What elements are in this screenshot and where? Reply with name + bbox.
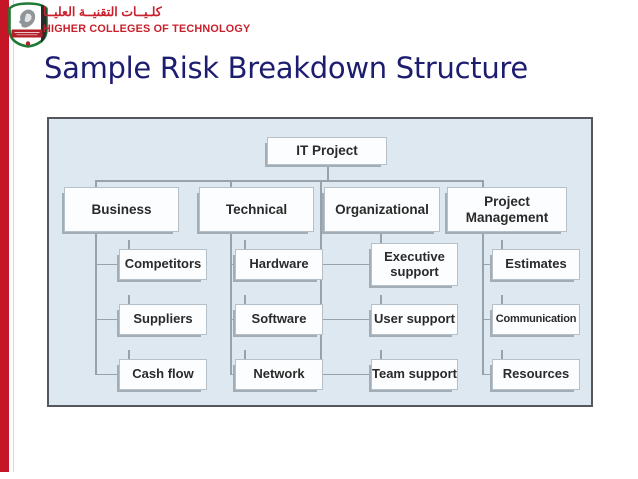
diagram-node-executive-support: Executive support	[371, 243, 458, 286]
diagram-node-it-project: IT Project	[267, 137, 387, 165]
child-stub-line	[95, 373, 119, 376]
main-spine-line	[95, 180, 484, 182]
diagram-node-organizational: Organizational	[324, 187, 440, 232]
diagram-node-estimates: Estimates	[492, 249, 580, 280]
child-tick-line	[380, 234, 382, 246]
child-stub-line	[320, 373, 371, 376]
diagram-node-team-support: Team support	[371, 359, 458, 390]
child-stub-line	[482, 373, 492, 376]
child-stub-line	[230, 373, 235, 376]
slide-accent-hairline	[13, 0, 14, 472]
child-stub-line	[230, 318, 235, 321]
column-spine-line	[482, 180, 484, 375]
child-tick-line	[380, 295, 382, 307]
child-stub-line	[482, 263, 492, 266]
diagram-node-network: Network	[235, 359, 323, 390]
page-title: Sample Risk Breakdown Structure	[44, 51, 528, 85]
diagram-node-business: Business	[64, 187, 179, 232]
diagram-node-resources: Resources	[492, 359, 580, 390]
child-stub-line	[95, 263, 119, 266]
child-stub-line	[482, 318, 492, 321]
logo-english-text: HIGHER COLLEGES OF TECHNOLOGY	[43, 23, 251, 35]
diagram-node-cash-flow: Cash flow	[119, 359, 207, 390]
hct-crest-icon	[8, 2, 48, 48]
child-tick-line	[244, 240, 246, 252]
column-spine-line	[230, 180, 232, 375]
root-stem-line	[327, 165, 329, 180]
child-tick-line	[501, 295, 503, 307]
child-stub-line	[230, 263, 235, 266]
child-stub-line	[95, 318, 119, 321]
child-tick-line	[244, 350, 246, 362]
diagram-node-software: Software	[235, 304, 323, 335]
diagram-node-communication: Communication	[492, 304, 580, 335]
diagram-node-hardware: Hardware	[235, 249, 323, 280]
child-tick-line	[128, 240, 130, 252]
child-tick-line	[244, 295, 246, 307]
diagram-node-project-management: Project Management	[447, 187, 567, 232]
child-tick-line	[501, 350, 503, 362]
child-tick-line	[501, 240, 503, 252]
diagram-node-user-support: User support	[371, 304, 458, 335]
child-tick-line	[128, 350, 130, 362]
diagram-node-suppliers: Suppliers	[119, 304, 207, 335]
child-stub-line	[320, 318, 371, 321]
diagram-node-technical: Technical	[199, 187, 314, 232]
child-stub-line	[320, 263, 371, 266]
slide-accent-bar	[0, 0, 9, 472]
logo-arabic-text: كلـيــات التقنيــة العليــا	[43, 5, 162, 19]
column-spine-line	[95, 180, 97, 375]
child-tick-line	[380, 350, 382, 362]
diagram-node-competitors: Competitors	[119, 249, 207, 280]
child-tick-line	[128, 295, 130, 307]
